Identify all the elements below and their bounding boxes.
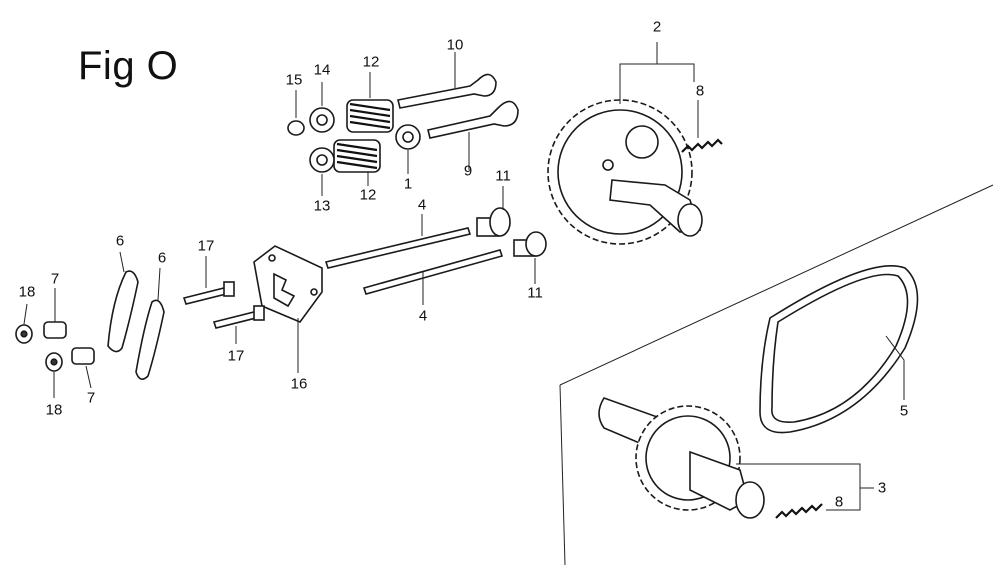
bolt-17-upper bbox=[182, 281, 235, 305]
callout-4: 4 bbox=[418, 307, 428, 325]
tappet-11-lower bbox=[513, 231, 547, 257]
callout-18: 18 bbox=[18, 283, 36, 301]
callout-17: 17 bbox=[227, 347, 245, 365]
callout-3: 3 bbox=[877, 479, 887, 497]
callout-15: 15 bbox=[285, 71, 303, 89]
rocker-arm-6-right bbox=[135, 299, 165, 380]
callout-7: 7 bbox=[86, 389, 96, 407]
push-rod-lower bbox=[362, 249, 504, 295]
leader-lines bbox=[23, 42, 905, 511]
nut-18-upper bbox=[15, 324, 33, 344]
callout-14: 14 bbox=[313, 61, 331, 79]
valve-9 bbox=[427, 100, 519, 139]
push-rod-upper bbox=[324, 227, 472, 269]
callout-6: 6 bbox=[115, 232, 125, 250]
callout-16: 16 bbox=[290, 375, 308, 393]
callout-13: 13 bbox=[313, 197, 331, 215]
spring-8-upper bbox=[681, 138, 723, 153]
callout-2: 2 bbox=[652, 18, 662, 36]
callout-5: 5 bbox=[899, 402, 909, 420]
rocker-arm-6-left bbox=[107, 270, 139, 353]
crankshaft-gear bbox=[598, 397, 765, 519]
camshaft-gear bbox=[547, 99, 703, 245]
callout-7: 7 bbox=[50, 270, 60, 288]
valve-spring-upper bbox=[346, 99, 394, 133]
valve-10 bbox=[397, 73, 497, 109]
valve-spring-lower bbox=[333, 139, 381, 173]
rotator-1 bbox=[395, 124, 421, 150]
timing-chain-5 bbox=[759, 264, 919, 434]
callout-11: 11 bbox=[527, 284, 543, 302]
callout-1: 1 bbox=[403, 175, 413, 193]
callout-12: 12 bbox=[362, 53, 380, 71]
callout-9: 9 bbox=[463, 162, 473, 180]
callout-4: 4 bbox=[417, 196, 427, 214]
callout-8: 8 bbox=[695, 82, 705, 100]
callout-10: 10 bbox=[446, 36, 464, 54]
tappet-11-upper bbox=[476, 207, 511, 237]
subassembly-frame bbox=[559, 184, 994, 566]
pivot-7-lower bbox=[71, 347, 95, 365]
retainer-14 bbox=[309, 107, 335, 133]
rocker-plate-16 bbox=[253, 245, 323, 323]
nut-18-lower bbox=[45, 352, 63, 372]
callout-11: 11 bbox=[495, 167, 511, 185]
callout-6: 6 bbox=[157, 249, 167, 267]
figure-title: Fig O bbox=[78, 44, 179, 88]
callout-17: 17 bbox=[197, 237, 215, 255]
spring-8-lower bbox=[775, 503, 823, 519]
callout-8: 8 bbox=[834, 493, 844, 511]
bolt-17-lower bbox=[212, 305, 265, 329]
cap-15 bbox=[287, 120, 305, 136]
callout-18: 18 bbox=[45, 401, 63, 419]
pivot-7-upper bbox=[43, 321, 67, 339]
callout-12: 12 bbox=[359, 186, 377, 204]
retainer-13 bbox=[309, 147, 335, 173]
